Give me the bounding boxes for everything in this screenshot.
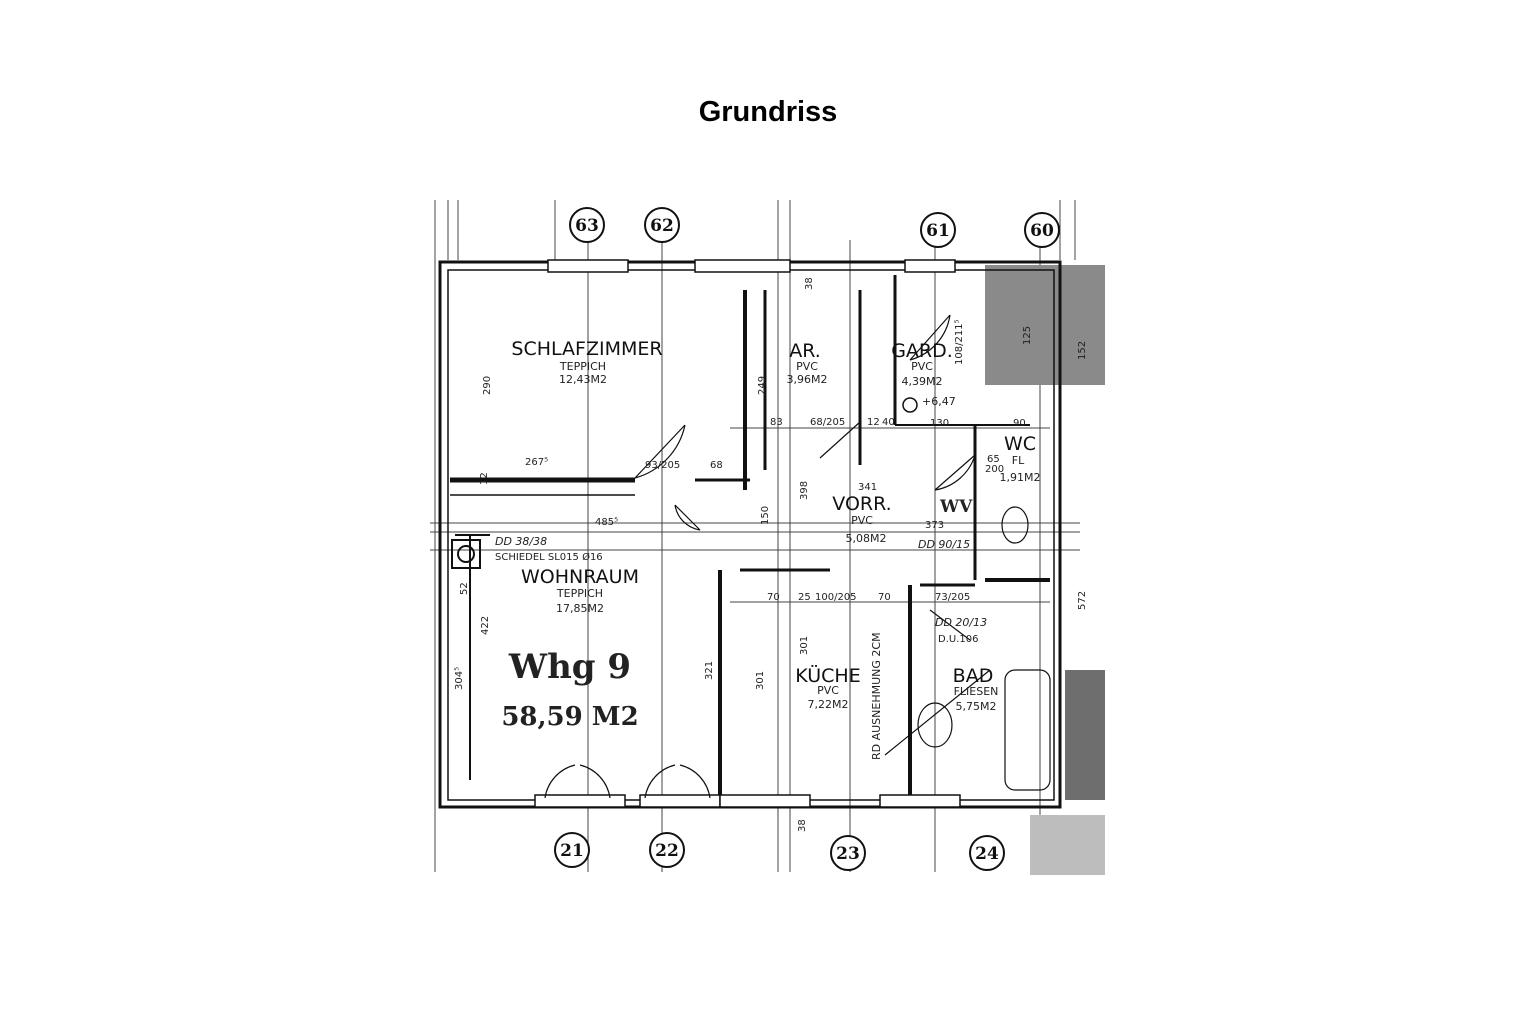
du-note: D.U.106 — [938, 634, 978, 645]
room-ar-name: AR. — [789, 340, 821, 362]
dim-200: 200 — [985, 464, 1004, 475]
dim-267: 267⁵ — [525, 457, 548, 468]
dim-68b: 68/205 — [810, 417, 845, 428]
dim-25: 25 — [798, 592, 811, 603]
dim-12a: 12 — [479, 472, 490, 485]
dim-398: 398 — [799, 481, 810, 500]
room-bad-name: BAD — [953, 665, 994, 687]
axis-bottom-22: 22 — [655, 841, 679, 861]
windows — [534, 259, 961, 808]
dim-38-top: 38 — [804, 277, 815, 290]
unit-area: 58,59 M2 — [501, 702, 638, 732]
dim-40: 40 — [882, 417, 895, 428]
axis-top-61: 61 — [926, 221, 950, 241]
room-vorr-area: 5,08M2 — [846, 532, 887, 545]
floor-plan: 63 62 61 60 21 22 23 24 SCHLAFZIMMER TEP… — [430, 200, 1105, 875]
room-wohnraum-name: WOHNRAUM — [521, 566, 639, 588]
room-wohnraum-area: 17,85M2 — [556, 602, 604, 615]
room-gard-floor: PVC — [911, 360, 933, 373]
dim-130: 130 — [930, 418, 949, 429]
room-kueche-name: KÜCHE — [795, 664, 860, 687]
room-bad-floor: FLIESEN — [954, 685, 999, 698]
dim-83: 83 — [770, 417, 783, 428]
doors — [544, 314, 976, 799]
wv-note: WV — [939, 497, 973, 517]
chimney-icon — [451, 539, 481, 569]
room-wc-floor: FL — [1012, 454, 1025, 467]
page-title: Grundriss — [698, 96, 838, 128]
dd-bad-note: DD 20/13 — [935, 616, 987, 629]
dim-301b: 301 — [755, 671, 766, 690]
dim-65: 65 — [987, 454, 1000, 465]
room-ar-floor: PVC — [796, 360, 818, 373]
stair-area — [1030, 815, 1105, 875]
ausnehmung-note: RD AUSNEHMUNG 2CM — [870, 632, 883, 760]
axis-top-62: 62 — [650, 216, 674, 236]
room-ar-area: 3,96M2 — [787, 373, 828, 386]
room-gard-name: GARD. — [891, 340, 953, 362]
dim-321: 321 — [704, 661, 715, 680]
schiedel-note: SCHIEDEL SL015 Ø16 — [495, 551, 603, 563]
dim-38-bottom: 38 — [797, 819, 808, 832]
room-schlafzimmer-area: 12,43M2 — [559, 373, 607, 386]
dim-68: 68 — [710, 460, 723, 471]
dim-290: 290 — [482, 376, 493, 395]
dim-301: 301 — [799, 636, 810, 655]
axis-markers — [554, 207, 1060, 871]
room-vorr-floor: PVC — [851, 514, 873, 527]
dim-422: 422 — [480, 616, 491, 635]
level-marker-icon — [902, 397, 918, 413]
dim-572: 572 — [1077, 591, 1088, 610]
dd-left-note: DD 38/38 — [495, 535, 547, 548]
dim-152: 152 — [1077, 341, 1088, 360]
room-kueche-floor: PVC — [817, 684, 839, 697]
axis-top-60: 60 — [1030, 221, 1054, 241]
dim-90: 90 — [1013, 418, 1026, 429]
axis-bottom-21: 21 — [560, 841, 584, 861]
dim-73: 73/205 — [935, 592, 970, 603]
room-kueche-area: 7,22M2 — [808, 698, 849, 711]
room-wc-area: 1,91M2 — [1000, 471, 1041, 484]
dim-70a: 70 — [767, 592, 780, 603]
dim-52: 52 — [459, 582, 470, 595]
dim-150: 150 — [760, 506, 771, 525]
dim-304: 304⁵ — [454, 667, 465, 690]
dim-70b: 70 — [878, 592, 891, 603]
dim-100: 100/205 — [815, 592, 857, 603]
dim-108: 108/211⁵ — [954, 319, 965, 365]
axis-bottom-24: 24 — [975, 844, 999, 864]
dark-area-top — [985, 265, 1105, 385]
dim-12b: 12 — [867, 417, 880, 428]
dim-93: 93/205 — [645, 460, 680, 471]
room-schlafzimmer-name: SCHLAFZIMMER — [511, 338, 662, 360]
unit-name: Whg 9 — [508, 647, 631, 687]
dim-125: 125 — [1022, 326, 1033, 345]
room-vorr-name: VORR. — [832, 493, 891, 515]
room-bad-area: 5,75M2 — [956, 700, 997, 713]
room-wc-name: WC — [1004, 433, 1036, 455]
axis-top-63: 63 — [575, 216, 599, 236]
axis-bottom-23: 23 — [836, 844, 860, 864]
bathroom-fixtures — [884, 506, 1051, 791]
room-wohnraum-floor: TEPPICH — [556, 587, 603, 600]
dark-area-right — [1065, 670, 1105, 800]
dim-485: 485⁵ — [595, 517, 618, 528]
dim-249: 249 — [757, 376, 768, 395]
dim-373: 373 — [925, 520, 944, 531]
room-gard-area: 4,39M2 — [902, 375, 943, 388]
dim-341: 341 — [858, 482, 877, 493]
dd-mid-note: DD 90/15 — [918, 538, 970, 551]
level-note: +6,47 — [922, 395, 956, 408]
room-schlafzimmer-floor: TEPPICH — [559, 360, 606, 373]
